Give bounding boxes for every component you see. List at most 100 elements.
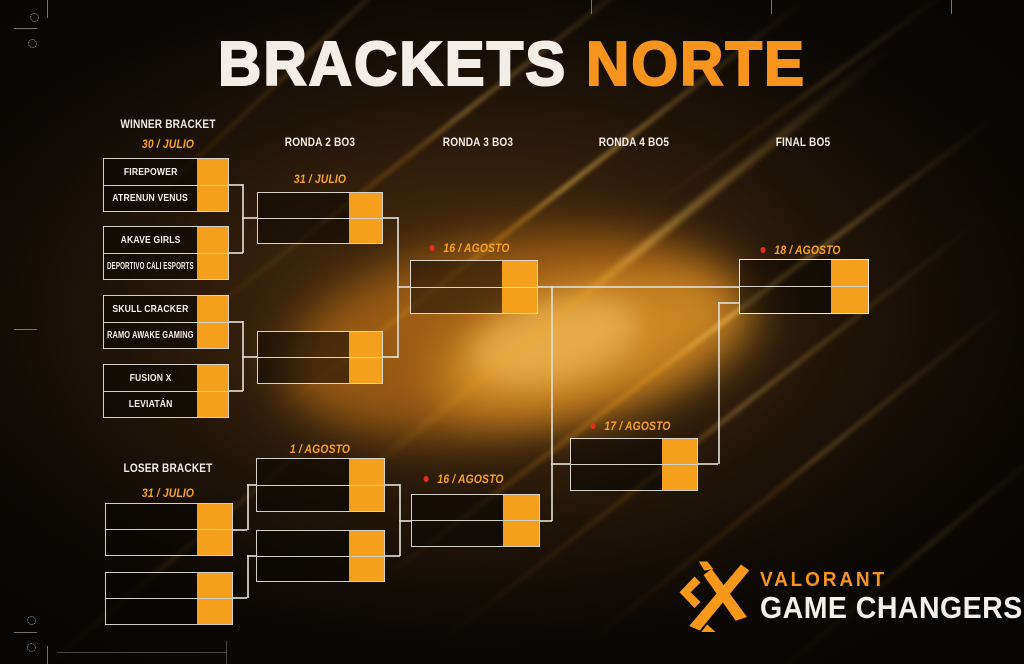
- bracket-connector: [242, 356, 257, 358]
- bracket-connector: [399, 520, 411, 522]
- date-wb-r2: 31 / JULIO: [293, 172, 347, 186]
- score-cell: [349, 218, 382, 243]
- bracket-connector: [385, 484, 400, 486]
- bracket-connector: [718, 302, 720, 464]
- score-cell: [197, 322, 228, 348]
- bracket-connector: [229, 321, 243, 323]
- title-brackets: BRACKETS: [217, 28, 568, 99]
- match-slot: RAMO AWAKE GAMING: [104, 321, 228, 348]
- match-slot: [571, 464, 697, 490]
- score-cell: [662, 439, 697, 464]
- score-cell: [349, 193, 382, 218]
- date-lb-r1: 31 / JULIO: [141, 486, 195, 500]
- match-slot: [740, 260, 868, 286]
- bracket-connector: [233, 597, 247, 599]
- match-slot: SKULL CRACKER: [104, 296, 228, 322]
- header-ronda4: RONDA 4 BO5: [598, 135, 670, 149]
- match-wb-r1-m4: FUSION X LEVIATÁN: [103, 364, 229, 418]
- match-slot: [258, 193, 382, 218]
- live-dot: [590, 423, 596, 429]
- team-name: RAMO AWAKE GAMING: [107, 329, 194, 342]
- score-cell: [831, 260, 868, 286]
- live-dot: [760, 247, 766, 253]
- match-lb-final: [570, 438, 698, 491]
- date-wb-r3: 16 / AGOSTO: [429, 241, 515, 255]
- bracket-connector: [540, 520, 552, 522]
- bracket-connector: [385, 555, 400, 557]
- score-cell: [831, 287, 868, 313]
- match-slot: [412, 520, 539, 546]
- match-wb-r1-m1: FIREPOWER ATRENUN VENUS: [103, 158, 229, 212]
- match-slot: LEVIATÁN: [104, 390, 228, 417]
- match-slot: [571, 439, 697, 464]
- bracket-connector: [242, 184, 244, 253]
- match-slot: [106, 573, 232, 598]
- bracket-connector: [718, 302, 739, 304]
- bracket-connector: [229, 252, 243, 254]
- crop-mark: [591, 0, 592, 14]
- team-name: LEVIATÁN: [128, 398, 173, 411]
- header-ronda3: RONDA 3 BO3: [442, 135, 514, 149]
- valorant-wordmark: VALORANT: [760, 568, 887, 591]
- score-cell: [502, 261, 537, 287]
- score-cell: [349, 358, 382, 383]
- match-slot: [258, 217, 382, 243]
- match-lb-r3: [411, 494, 540, 547]
- crop-mark: [951, 0, 952, 14]
- score-cell: [197, 227, 228, 253]
- score-cell: [349, 485, 384, 511]
- score-cell: [197, 253, 228, 279]
- bracket-connector: [538, 286, 739, 288]
- score-cell: [349, 531, 384, 556]
- bracket-connector: [383, 217, 398, 219]
- match-slot: [411, 261, 537, 287]
- crop-mark: [27, 616, 36, 625]
- date-lb-r2: 1 / AGOSTO: [289, 442, 351, 456]
- score-cell: [197, 391, 228, 417]
- team-name: ATRENUN VENUS: [112, 192, 189, 205]
- date-grand-final: 18 / AGOSTO: [760, 243, 846, 257]
- team-name: FUSION X: [129, 371, 172, 384]
- crop-mark: [27, 643, 36, 652]
- match-grand-final: [739, 259, 869, 314]
- bracket-connector: [233, 529, 247, 531]
- match-slot: [412, 495, 539, 520]
- match-lb-r2-m1: [256, 458, 385, 512]
- header-ronda2: RONDA 2 BO3: [284, 135, 356, 149]
- crop-mark: [47, 646, 48, 664]
- match-slot: DEPORTIVO CALI ESPORTS: [104, 252, 228, 279]
- score-cell: [197, 599, 232, 624]
- bracket-connector: [229, 390, 243, 392]
- match-slot: [258, 357, 382, 383]
- team-name: FIREPOWER: [123, 165, 178, 178]
- match-lb-r1-m2: [105, 572, 233, 625]
- match-slot: AKAVE GIRLS: [104, 227, 228, 253]
- bracket-connector: [247, 484, 249, 530]
- date-lb-r3: 16 / AGOSTO: [423, 472, 509, 486]
- match-slot: [258, 332, 382, 357]
- bracket-connector: [551, 463, 570, 465]
- crop-mark: [30, 13, 39, 22]
- bracket-connector: [383, 356, 398, 358]
- vct-logo-icon: [679, 561, 750, 632]
- page-title: BRACKETS NORTE: [0, 31, 1024, 95]
- crop-mark: [771, 0, 772, 14]
- date-lb-final: 17 / AGOSTO: [590, 419, 676, 433]
- score-cell: [349, 459, 384, 485]
- score-cell: [662, 465, 697, 490]
- team-name: AKAVE GIRLS: [120, 233, 181, 246]
- match-wb-r2-m2: [257, 331, 383, 384]
- match-slot: [106, 529, 232, 555]
- bracket-connector: [397, 286, 410, 288]
- header-winner-bracket: WINNER BRACKET: [120, 117, 216, 131]
- title-norte: NORTE: [585, 28, 806, 99]
- header-final: FINAL BO5: [775, 135, 831, 149]
- live-dot: [423, 476, 429, 482]
- match-slot: [740, 286, 868, 313]
- bracket-connector: [698, 463, 718, 465]
- valorant-game-changers-logo: VALORANT GAME CHANGERS: [676, 560, 1024, 632]
- score-cell: [197, 159, 228, 185]
- score-cell: [197, 530, 232, 555]
- match-wb-r3: [410, 260, 538, 314]
